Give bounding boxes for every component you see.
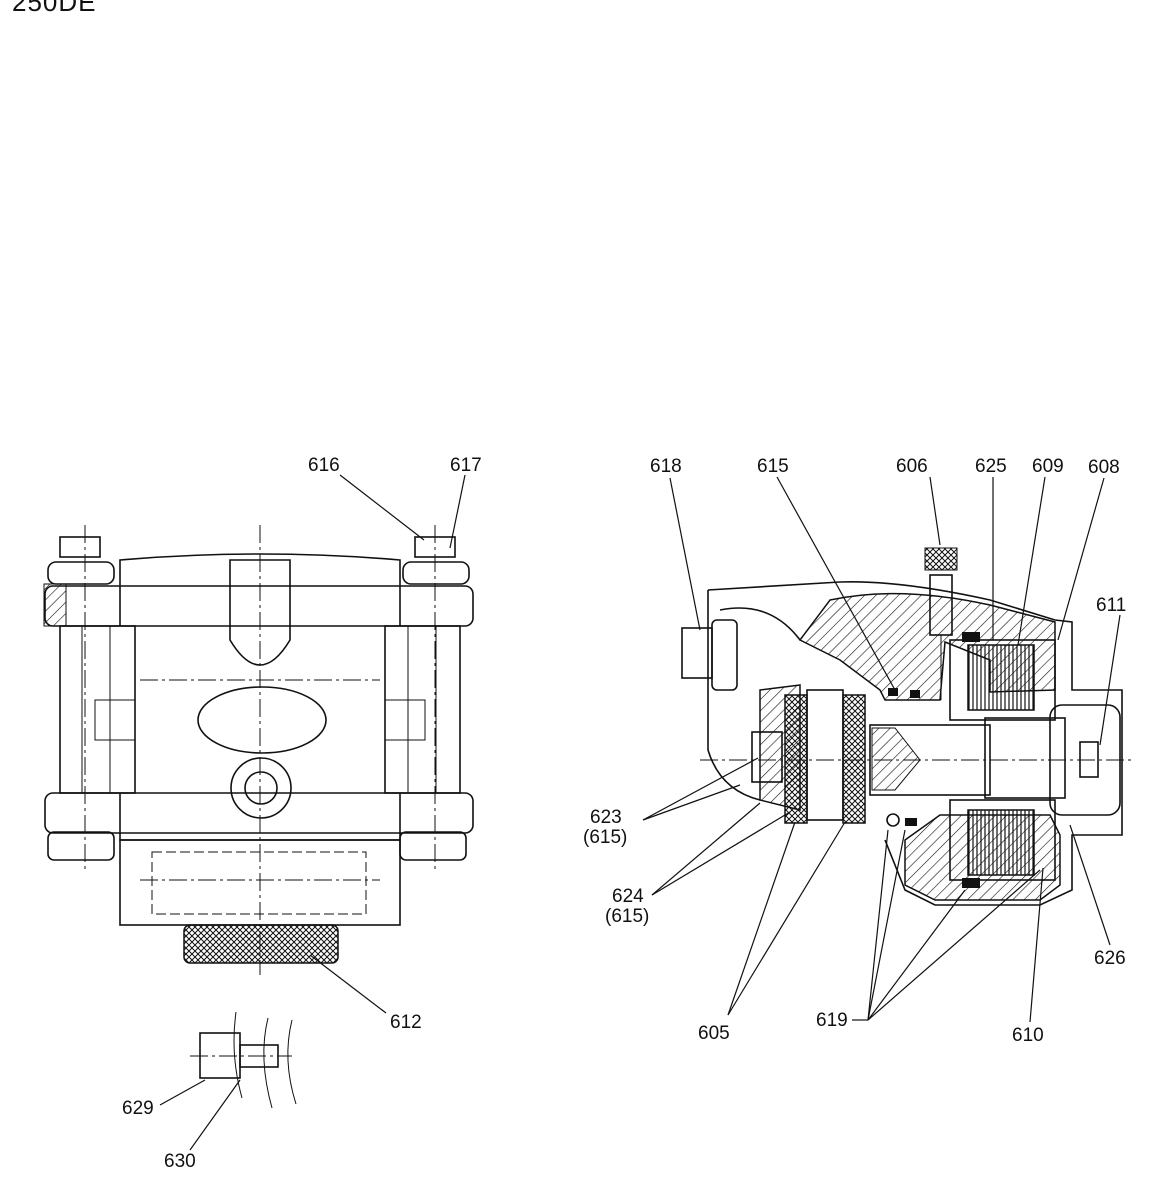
- callout-610: 610: [1012, 1025, 1044, 1046]
- callout-611: 611: [1096, 595, 1126, 616]
- callout-617: 617: [450, 455, 482, 476]
- callout-615: 615: [757, 456, 789, 477]
- caliper-front-view: [43, 525, 474, 975]
- brake-section-view: [681, 547, 1134, 906]
- callout-612: 612: [390, 1012, 422, 1033]
- callout-609: 609: [1032, 456, 1064, 477]
- page-title: 250DE: [12, 0, 97, 17]
- callout-618: 618: [650, 456, 682, 477]
- callout-623-sub: (615): [583, 827, 627, 848]
- callout-623: 623: [590, 807, 622, 828]
- callout-624: 624: [612, 886, 644, 907]
- callout-630: 630: [164, 1151, 196, 1172]
- callout-608: 608: [1088, 457, 1120, 478]
- leader-lines: [159, 474, 1121, 1151]
- callout-616: 616: [308, 455, 340, 476]
- bleeder-detail: [190, 1011, 297, 1109]
- callout-619: 619: [816, 1010, 848, 1031]
- callout-606: 606: [896, 456, 928, 477]
- callout-625: 625: [975, 456, 1007, 477]
- callout-629: 629: [122, 1098, 154, 1119]
- callout-605: 605: [698, 1023, 730, 1044]
- callout-624-sub: (615): [605, 906, 649, 927]
- callout-626: 626: [1094, 948, 1126, 969]
